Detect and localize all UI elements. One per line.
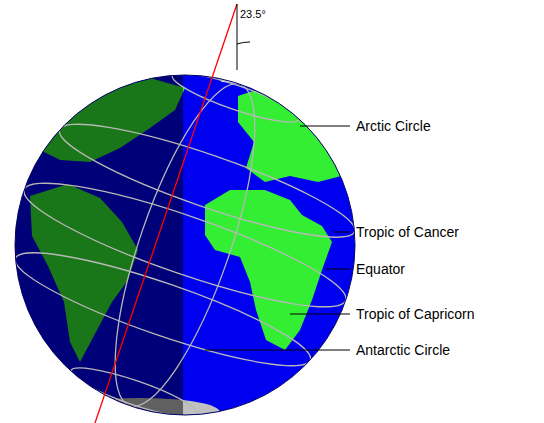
latitude-label: Antarctic Circle bbox=[356, 342, 450, 358]
latitude-label: Tropic of Capricorn bbox=[356, 306, 475, 322]
angle-label: 23.5° bbox=[240, 8, 266, 20]
latitude-label: Arctic Circle bbox=[356, 118, 431, 134]
latitude-label: Equator bbox=[356, 261, 405, 277]
globe bbox=[0, 29, 401, 423]
latitude-label: Tropic of Cancer bbox=[356, 224, 459, 240]
